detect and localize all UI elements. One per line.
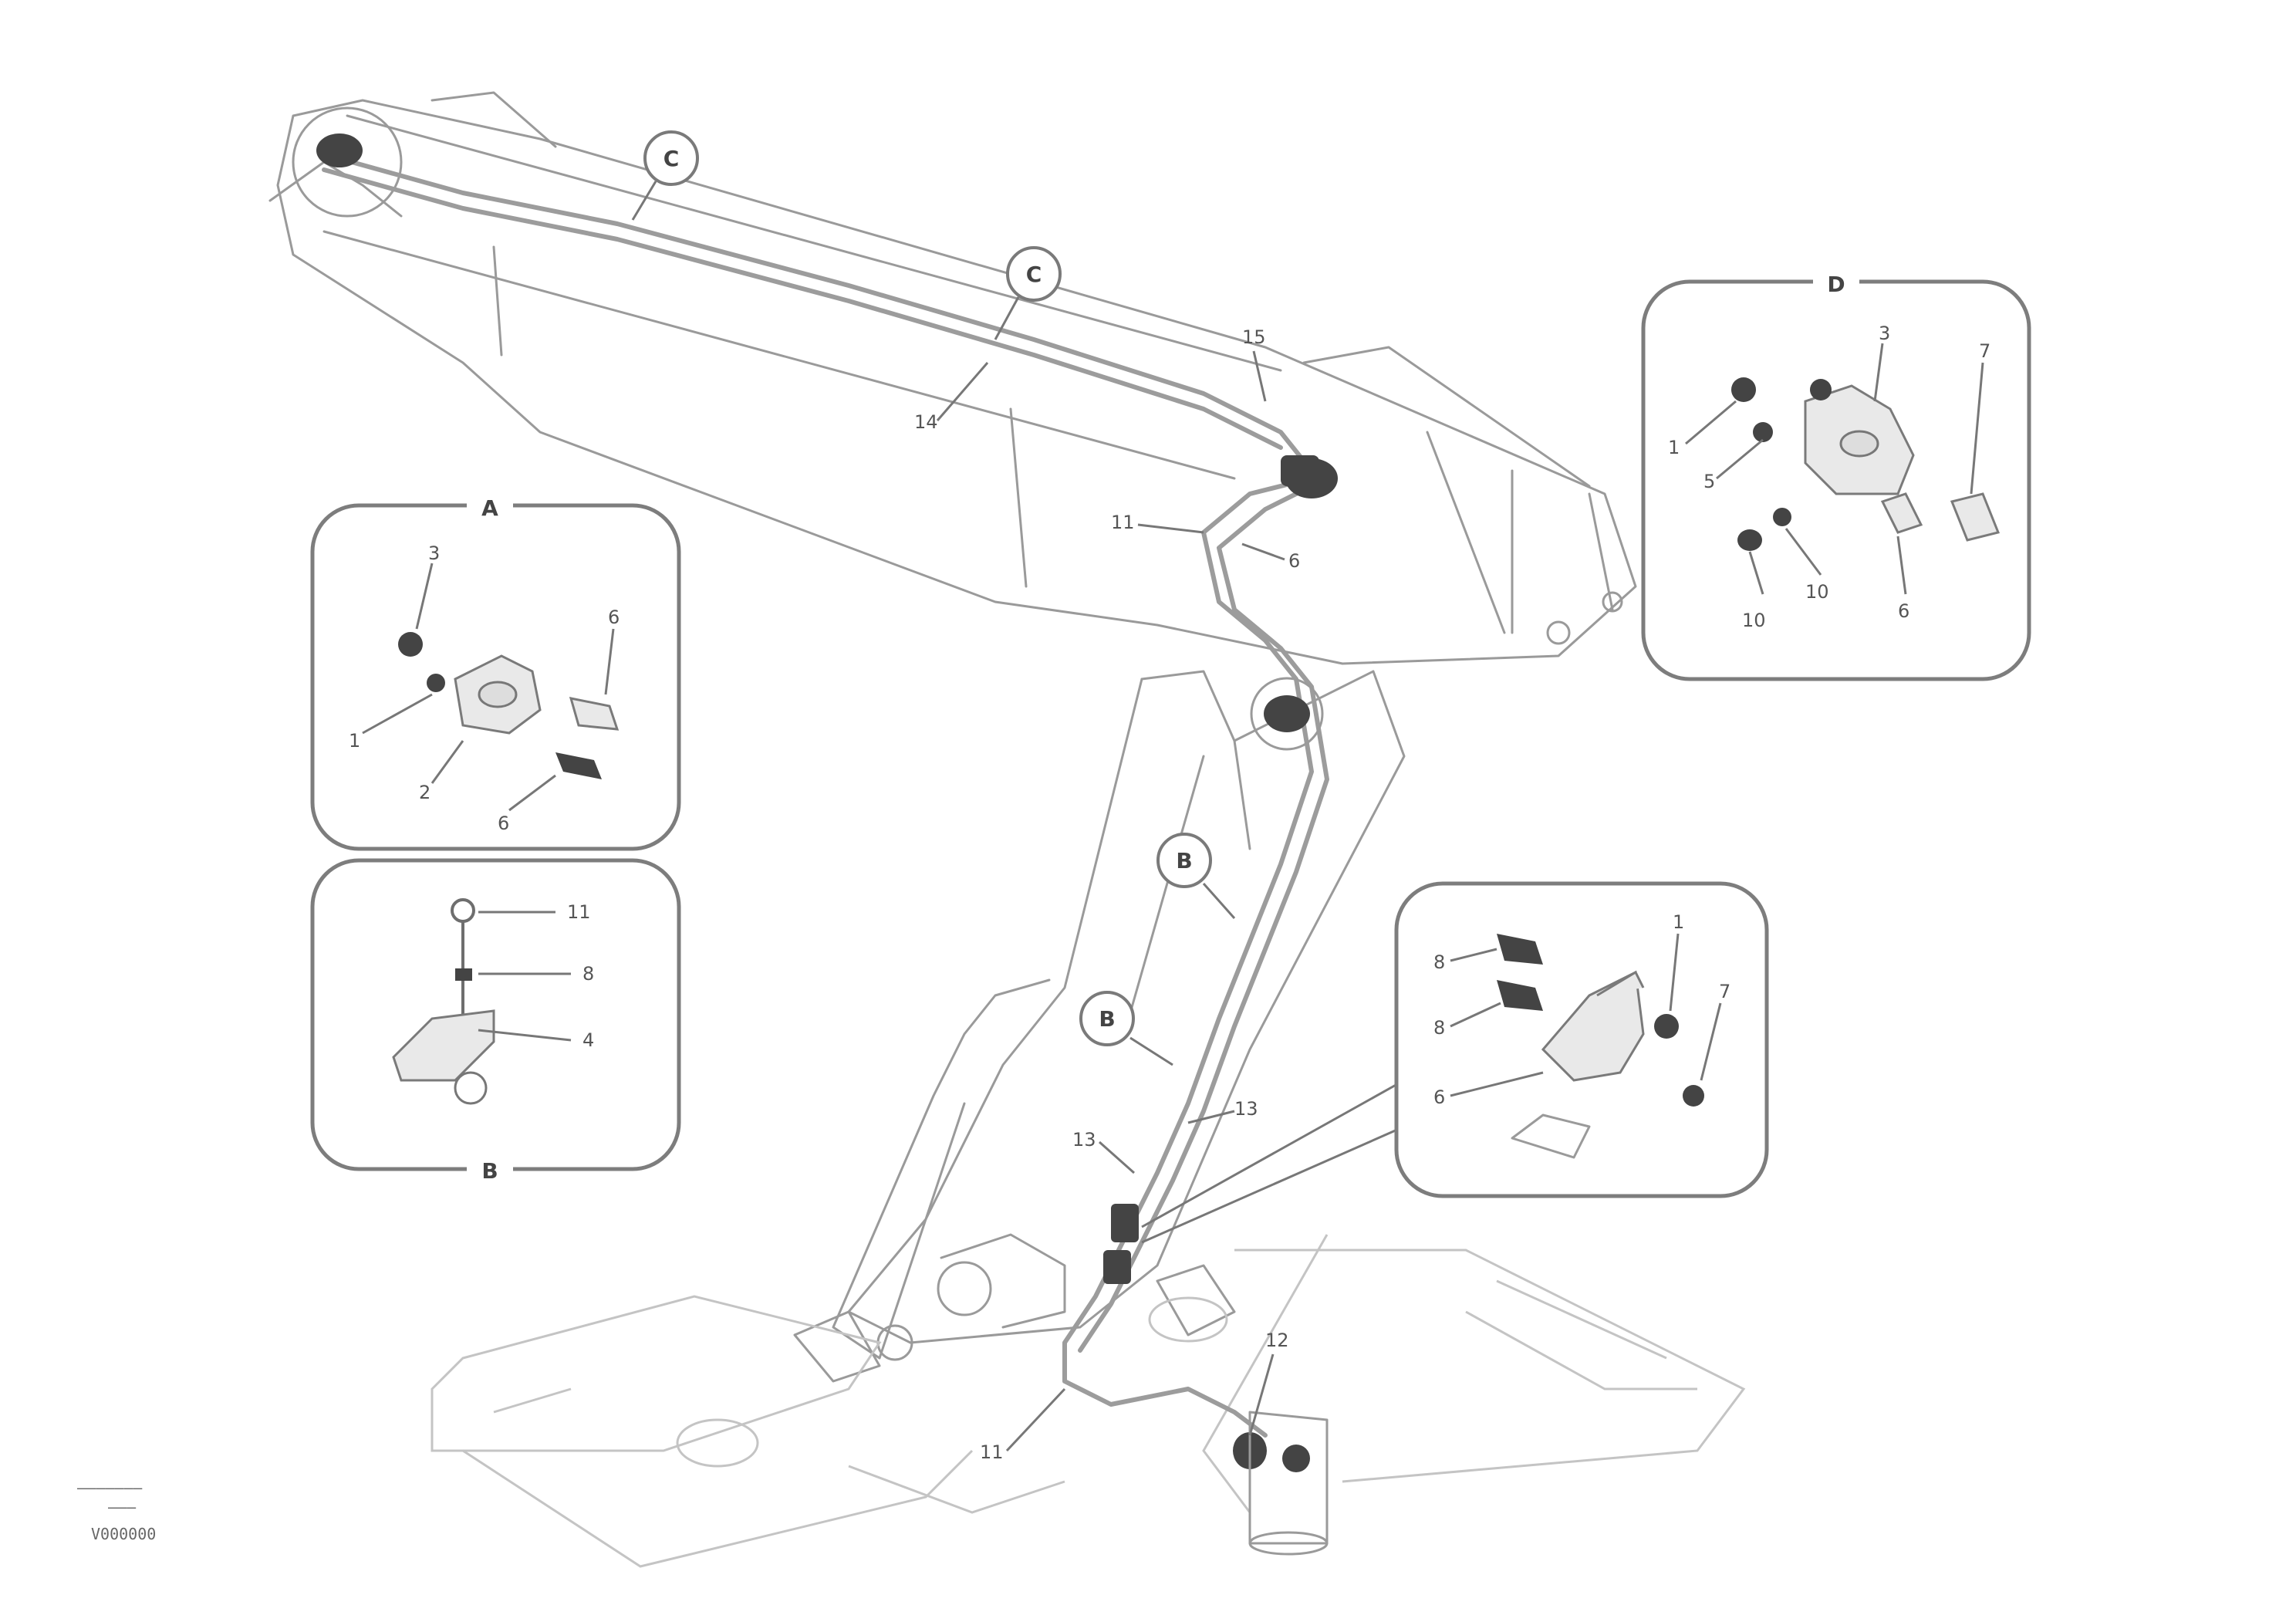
svg-text:13: 13	[1234, 1098, 1258, 1120]
upper-frame-outline	[430, 1234, 1746, 1568]
svg-text:———————: ———————	[77, 1478, 143, 1497]
svg-text:1: 1	[349, 730, 360, 752]
svg-text:———: ———	[108, 1498, 137, 1516]
view-callout-b-lower: B	[1079, 991, 1173, 1066]
svg-text:15: 15	[1242, 326, 1266, 348]
svg-text:C: C	[663, 146, 680, 171]
svg-text:B: B	[1099, 1006, 1115, 1032]
main-labels: 15 14 11 6 13 13 12 11	[914, 326, 1405, 1463]
svg-text:4: 4	[582, 1029, 594, 1051]
svg-text:10: 10	[1805, 581, 1829, 603]
hose-fittings	[316, 133, 1338, 1556]
svg-text:5: 5	[1703, 471, 1715, 492]
svg-text:6: 6	[498, 813, 509, 834]
svg-text:6: 6	[1898, 600, 1909, 622]
detail-view-c: 1 8 8 6 7	[1394, 881, 1769, 1198]
detail-view-d: D 3 7 1 5 10 10 6	[1641, 270, 2031, 681]
svg-text:11: 11	[1111, 512, 1135, 533]
view-callout-c-mid: C	[994, 246, 1062, 340]
svg-text:8: 8	[1433, 1017, 1445, 1039]
view-callout-b-upper: B	[1156, 833, 1236, 919]
svg-text:V000000: V000000	[91, 1525, 156, 1543]
view-callout-c-upper: C	[631, 130, 699, 221]
svg-text:10: 10	[1742, 610, 1766, 631]
svg-text:B: B	[1176, 848, 1192, 874]
svg-text:11: 11	[567, 901, 591, 923]
svg-text:8: 8	[1433, 951, 1445, 973]
detail-view-b: B 11 8 4	[310, 858, 681, 1184]
svg-text:6: 6	[1288, 550, 1300, 572]
svg-text:3: 3	[1879, 323, 1890, 344]
svg-text:6: 6	[608, 607, 620, 628]
arm-outline	[268, 91, 1637, 665]
svg-text:1: 1	[1668, 437, 1680, 458]
svg-text:1: 1	[1673, 911, 1684, 933]
svg-text:8: 8	[582, 963, 594, 985]
svg-text:7: 7	[1979, 340, 1990, 362]
svg-text:12: 12	[1265, 1330, 1289, 1351]
svg-text:3: 3	[428, 542, 440, 564]
svg-text:6: 6	[1433, 1086, 1445, 1108]
svg-text:7: 7	[1719, 981, 1730, 1002]
svg-text:B: B	[481, 1158, 498, 1184]
svg-text:11: 11	[980, 1441, 1004, 1463]
svg-text:13: 13	[1072, 1129, 1096, 1151]
svg-text:14: 14	[914, 411, 938, 433]
drawing-stamp: ——————— ——— V000000	[77, 1478, 156, 1543]
boom-outline	[793, 670, 1406, 1383]
svg-text:D: D	[1827, 272, 1845, 297]
svg-text:A: A	[481, 495, 498, 521]
svg-text:C: C	[1026, 262, 1042, 287]
detail-view-a: A 3 6 1 2 6	[310, 494, 681, 851]
svg-text:2: 2	[419, 782, 430, 803]
